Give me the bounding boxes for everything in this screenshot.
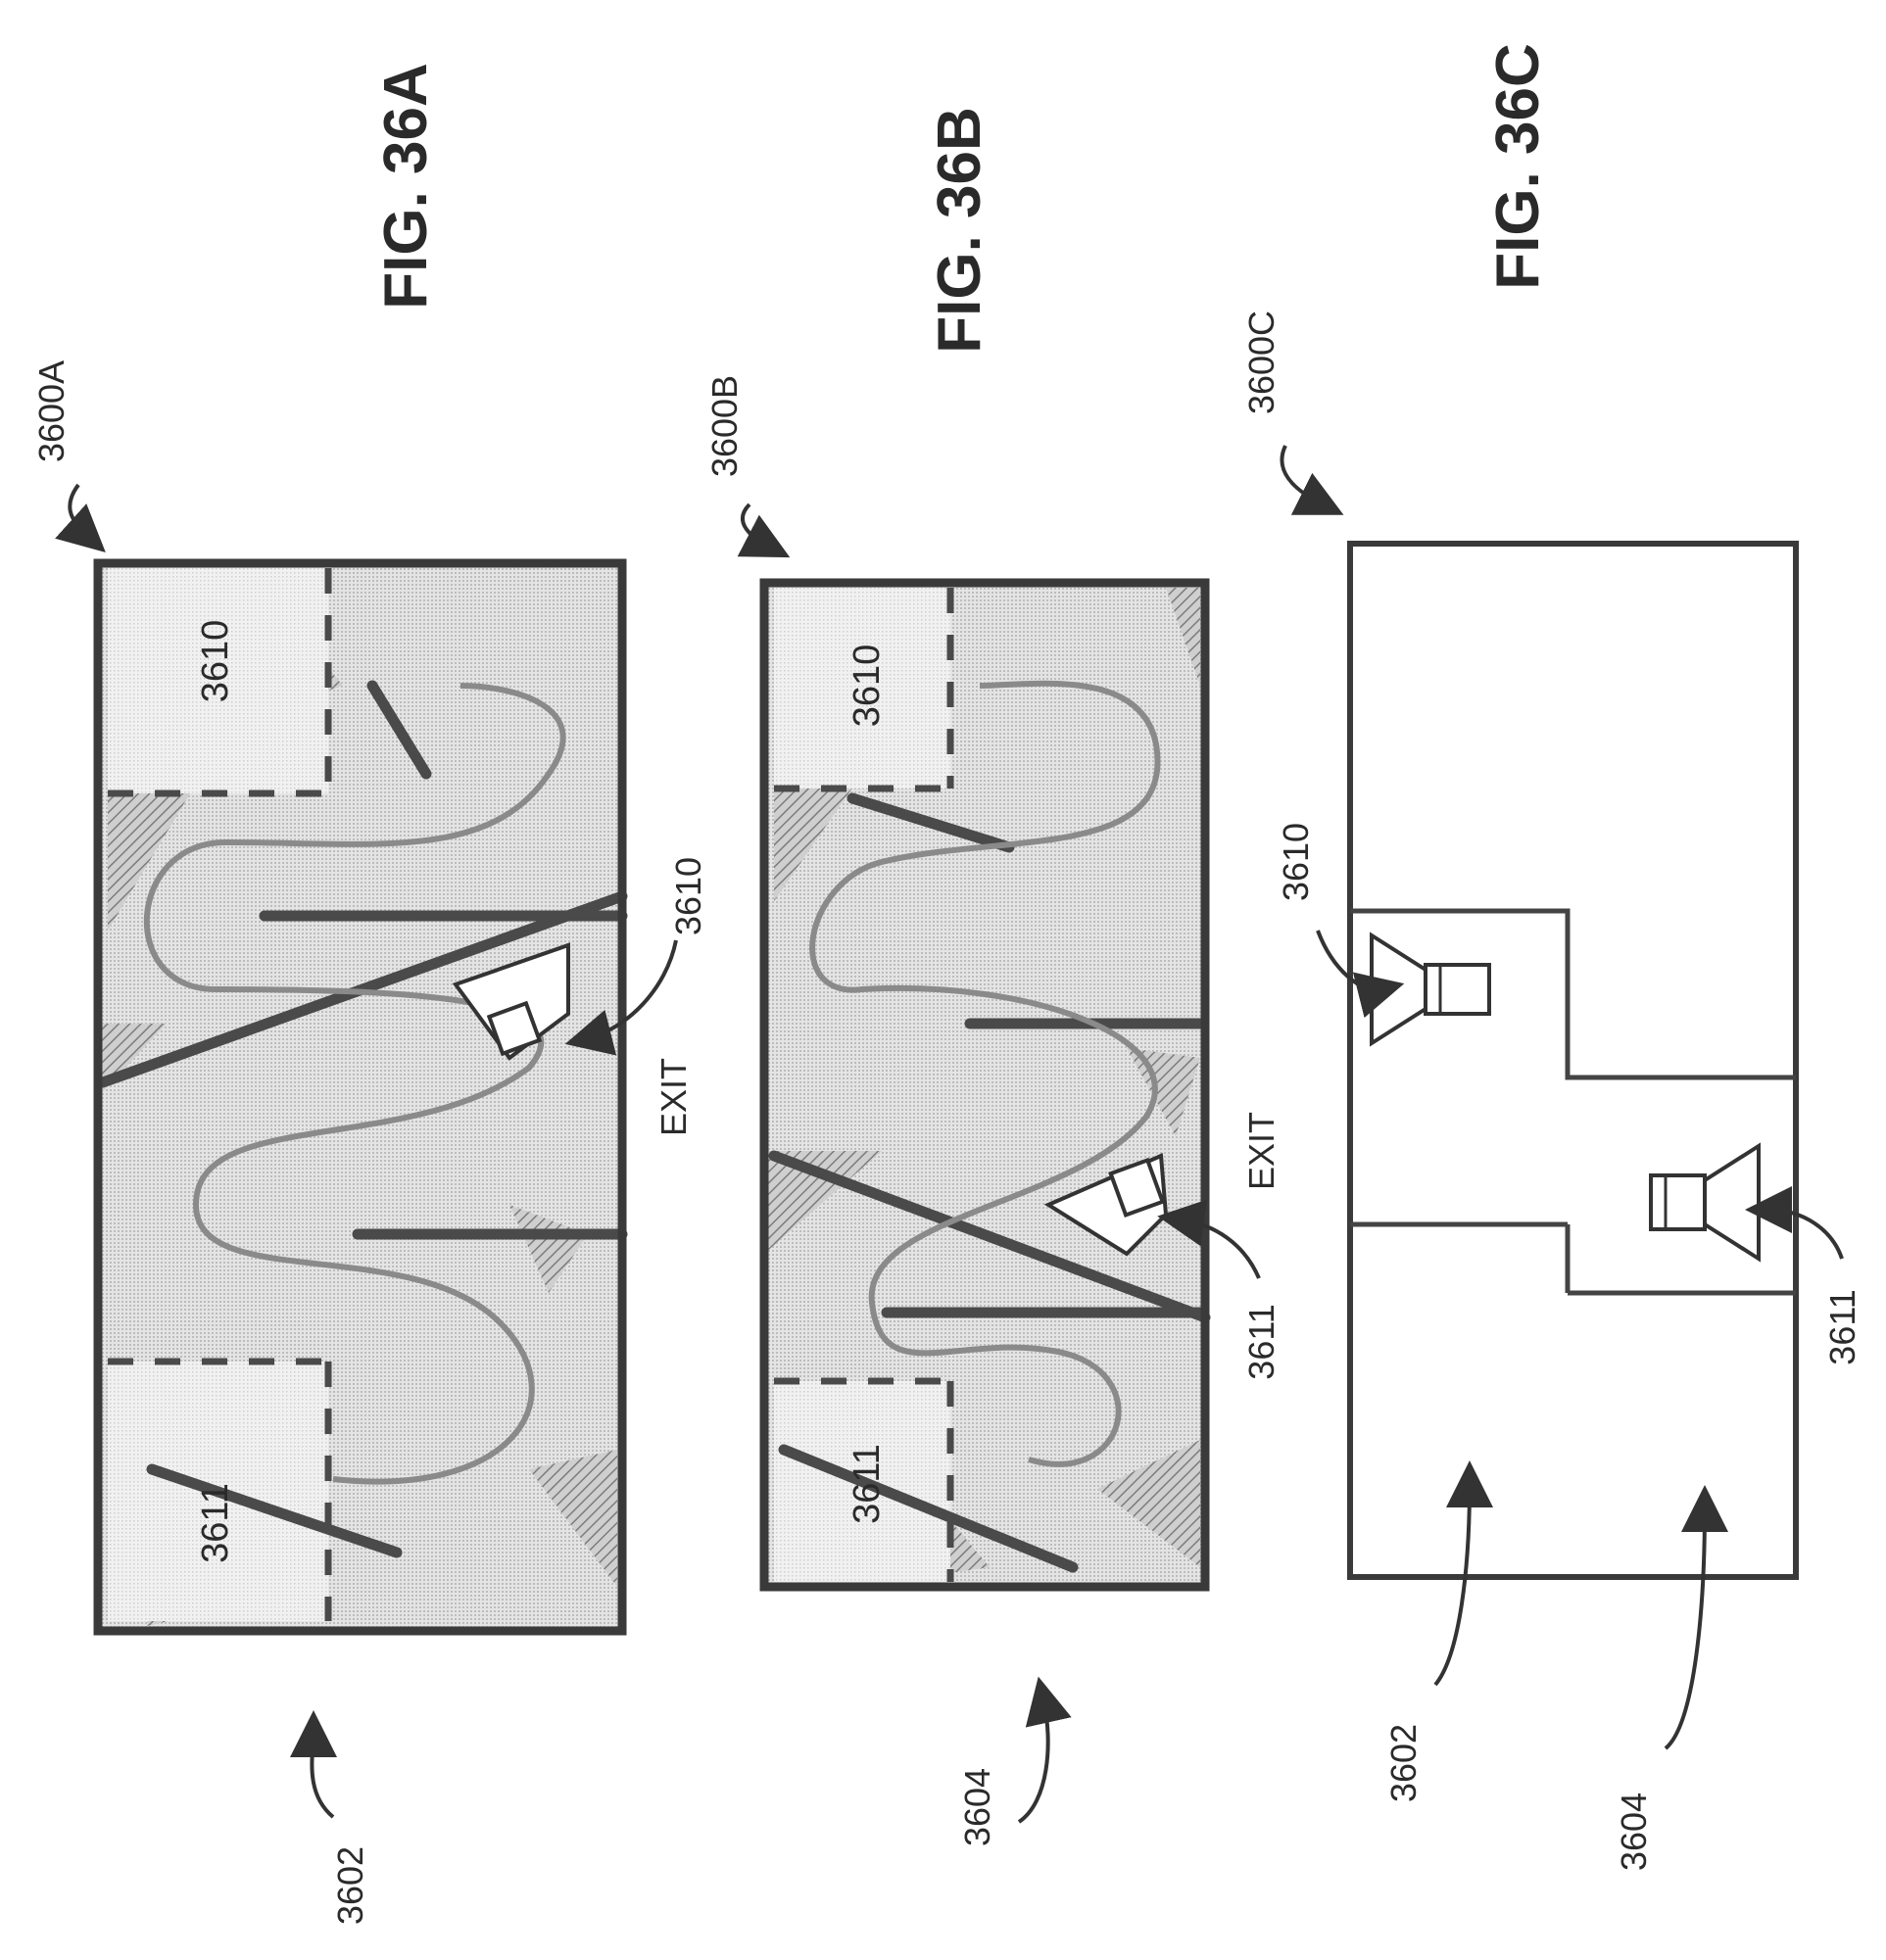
zone-ref-label: 3602 bbox=[1383, 1724, 1424, 1802]
room-label: 3611 bbox=[846, 1444, 888, 1524]
room-label: 3611 bbox=[195, 1483, 236, 1563]
leader-line bbox=[1666, 1508, 1705, 1748]
room-label: 3610 bbox=[195, 620, 236, 703]
speaker-icon bbox=[1372, 935, 1489, 1043]
leader-line bbox=[1435, 1484, 1470, 1685]
exit-label: EXIT bbox=[1241, 1112, 1282, 1190]
venue-outline-c bbox=[1350, 544, 1796, 1577]
leader-line bbox=[312, 1734, 333, 1817]
area-ref-label: 3602 bbox=[330, 1846, 370, 1925]
leader-line bbox=[1282, 446, 1323, 504]
leader-line bbox=[70, 485, 88, 537]
figure-36b: 3611 3610 EXIT 3611 3604 3600B FIG. 36B bbox=[704, 107, 1282, 1846]
figure-title: FIG. 36C bbox=[1484, 43, 1552, 290]
figure-title: FIG. 36A bbox=[372, 63, 440, 310]
speaker-icon bbox=[1651, 1146, 1759, 1259]
speaker-ref-label: 3611 bbox=[1822, 1289, 1862, 1364]
figure-ref-label: 3600A bbox=[31, 360, 72, 462]
area-ref-label: 3604 bbox=[957, 1768, 997, 1846]
room-label: 3610 bbox=[846, 645, 888, 728]
speaker-ref-label: 3611 bbox=[1241, 1304, 1282, 1379]
figure-ref-label: 3600B bbox=[704, 375, 745, 477]
leader-line bbox=[1768, 1210, 1842, 1259]
speaker-ref-label: 3610 bbox=[1276, 823, 1316, 901]
zone-ref-label: 3604 bbox=[1614, 1793, 1654, 1871]
leader-line bbox=[1019, 1699, 1048, 1822]
figure-ref-label: 3600C bbox=[1241, 311, 1282, 414]
figure-36c: 3610 3611 3602 3604 3600C FIG. 36C bbox=[1241, 43, 1862, 1871]
figure-36a: 3611 3610 EXIT 3610 3602 3600A FIG. 36A bbox=[31, 63, 708, 1925]
figure-title: FIG. 36B bbox=[926, 107, 993, 354]
speaker-ref-label: 3610 bbox=[668, 857, 708, 935]
leader-line bbox=[743, 504, 769, 547]
exit-label: EXIT bbox=[653, 1058, 694, 1136]
